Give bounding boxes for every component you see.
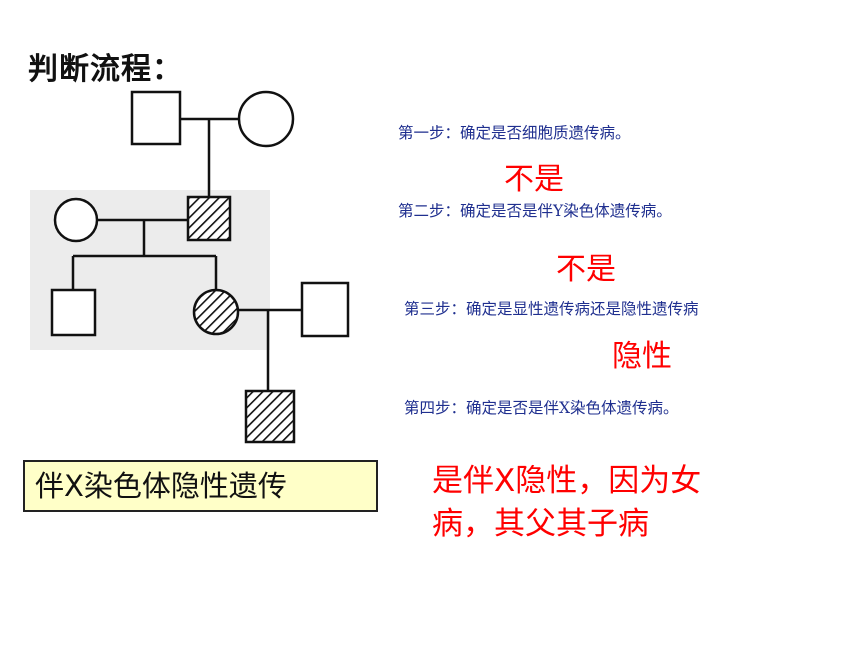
reason-text: 是伴X隐性，因为女 病，其父其子病 [432, 460, 772, 546]
step-1-answer: 不是 [504, 162, 564, 197]
pedigree-female-I-2 [237, 90, 295, 148]
reason-line-1: 是伴X隐性，因为女 [432, 463, 702, 499]
reason-line-2: 病，其父其子病 [432, 506, 649, 542]
step-4-text: 第四步：确定是否是伴X染色体遗传病。 [404, 399, 679, 417]
pedigree-female-II-1 [53, 197, 99, 243]
pedigree-male-II-2-affected [186, 195, 232, 242]
step-1-text: 第一步：确定是否细胞质遗传病。 [398, 124, 631, 142]
step-3-text: 第三步：确定是显性遗传病还是隐性遗传病 [404, 300, 699, 318]
pedigree-male-III-1 [50, 288, 97, 337]
pedigree-female-III-2-affected [192, 288, 240, 336]
conclusion-box: 伴X染色体隐性遗传 [23, 460, 378, 512]
page-title: 判断流程： [28, 52, 183, 87]
pedigree-male-I-1 [130, 90, 182, 146]
pedigree-male-III-3 [300, 281, 350, 338]
step-2-answer: 不是 [556, 252, 616, 287]
step-2-text: 第二步：确定是否是伴Y染色体遗传病。 [398, 202, 672, 220]
pedigree-male-IV-1-affected [244, 389, 296, 444]
step-3-answer: 隐性 [612, 339, 672, 374]
